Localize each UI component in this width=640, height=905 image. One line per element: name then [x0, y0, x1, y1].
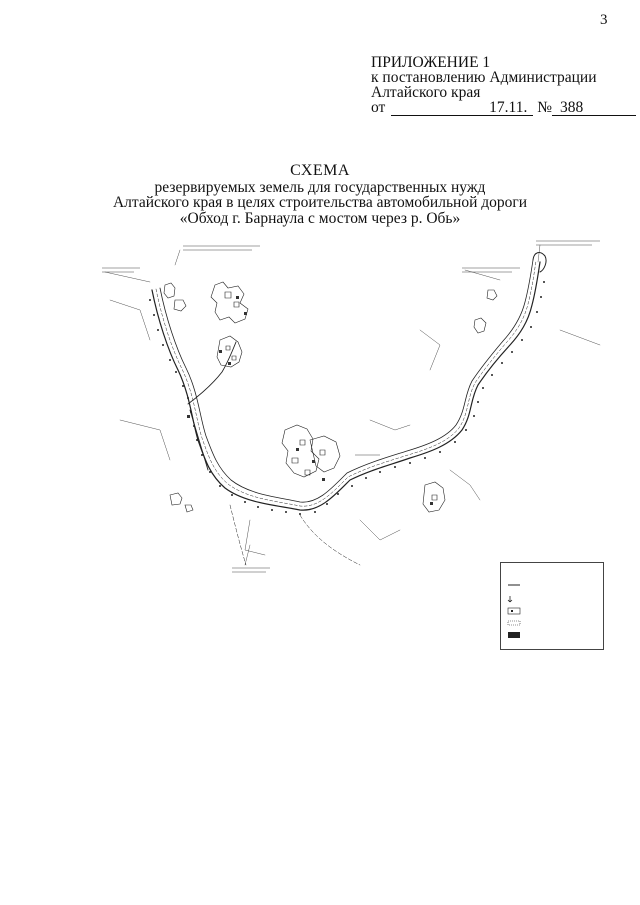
appendix-block: ПРИЛОЖЕНИЕ 1 к постановлению Администрац…: [371, 55, 636, 116]
scheme-title: СХЕМА: [290, 162, 350, 179]
settlement-east: [422, 481, 446, 513]
field-boundaries: [109, 299, 601, 556]
map-legend: ​: [500, 562, 604, 650]
appendix-line-2: Алтайского края: [371, 84, 481, 101]
legend-label-symbol: [508, 632, 520, 638]
page-number: 3: [600, 12, 608, 28]
legend-row: [507, 619, 599, 627]
legend-row: [507, 595, 599, 603]
date-field: 17.11.: [391, 100, 534, 116]
settlement-ne: [473, 289, 498, 334]
legend-title: ​: [501, 566, 603, 571]
legend-row: [507, 631, 599, 639]
road-loop-ne: [532, 252, 547, 273]
legend-row: [507, 581, 599, 589]
branch-road-diag: [189, 409, 209, 471]
appendix-title: ПРИЛОЖЕНИЕ 1: [371, 54, 491, 71]
river-line: [229, 504, 361, 566]
scheme-line-2: Алтайского края в целях строительства ав…: [112, 194, 528, 211]
date-prefix: от: [371, 99, 386, 116]
settlement-center: [281, 424, 320, 478]
legend-corridor-symbol: [507, 620, 521, 626]
branch-road-north: [187, 341, 237, 405]
settlement-nw: [210, 281, 249, 324]
number-prefix: №: [537, 99, 552, 116]
legend-line-symbol: [508, 584, 520, 586]
settlement-west: [163, 282, 187, 312]
road-axis: [155, 260, 537, 507]
appendix-line-1: к постановлению Администрации: [371, 69, 597, 86]
legend-row: [507, 607, 599, 615]
settlement-center-east: [309, 435, 341, 473]
settlement-north: [216, 335, 243, 368]
callout-leaders: [104, 244, 541, 566]
scheme-heading: СХЕМА резервируемых земель для государст…: [0, 163, 640, 226]
road-corridor-inner: [159, 259, 534, 503]
scheme-line-1: резервируемых земель для государственных…: [154, 178, 486, 196]
settlement-sw: [169, 492, 194, 513]
scheme-line-3: «Обход г. Барнаула с мостом через р. Обь…: [179, 209, 461, 227]
number-field: 388: [552, 100, 636, 116]
legend-settlement-symbol: [507, 607, 521, 615]
legend-arrow-symbol: [507, 596, 513, 603]
